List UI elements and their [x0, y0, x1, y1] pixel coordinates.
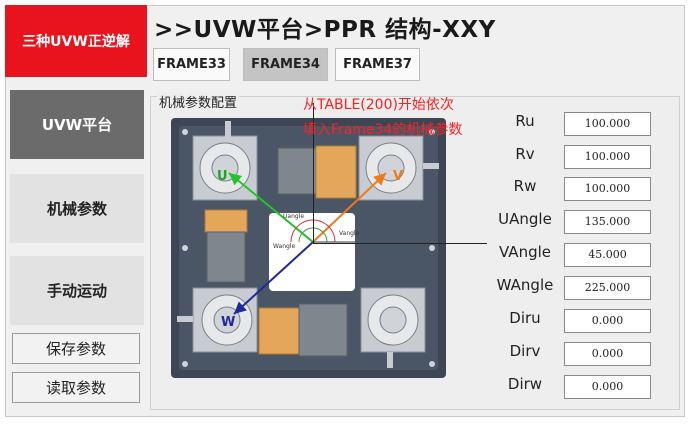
param-input-diru[interactable]: 0.000: [564, 309, 651, 333]
param-input-dirw[interactable]: 0.000: [564, 375, 651, 399]
param-input-rv[interactable]: 100.000: [564, 145, 651, 169]
param-label-diru: Diru: [509, 309, 541, 327]
uvw-diagram: U V W Uangle Vangle Wangle: [171, 118, 446, 378]
save-params-button[interactable]: 保存参数: [12, 333, 140, 364]
group-title: 机械参数配置: [157, 92, 240, 111]
param-label-ru: Ru: [515, 112, 535, 130]
param-label-wangle: WAngle: [496, 276, 554, 294]
load-params-button[interactable]: 读取参数: [12, 372, 140, 403]
nav-mechanical-params[interactable]: 机械参数: [10, 174, 144, 243]
param-label-rw: Rw: [513, 177, 537, 195]
nav-manual-motion[interactable]: 手动运动: [10, 256, 144, 325]
param-input-wangle[interactable]: 225.000: [564, 276, 651, 300]
param-input-dirv[interactable]: 0.000: [564, 342, 651, 366]
vangle-label: Vangle: [339, 230, 360, 237]
v-vector: [312, 172, 387, 243]
v-label: V: [393, 169, 403, 184]
w-label: W: [221, 315, 235, 330]
tab-frame37[interactable]: FRAME37: [335, 48, 420, 81]
note-line-1: 从TABLE(200)开始依次: [303, 97, 454, 113]
param-label-rv: Rv: [515, 145, 535, 163]
tab-frame34[interactable]: FRAME34: [243, 48, 328, 81]
param-label-dirv: Dirv: [509, 342, 541, 360]
param-input-vangle[interactable]: 45.000: [564, 243, 651, 267]
param-label-uangle: UAngle: [498, 210, 552, 228]
leader-line-vertical: [313, 103, 314, 243]
u-label: U: [217, 169, 228, 184]
param-input-rw[interactable]: 100.000: [564, 177, 651, 201]
center-window: [269, 213, 355, 291]
tab-frame33[interactable]: FRAME33: [153, 48, 230, 81]
leader-line-horizontal: [313, 243, 487, 244]
brand-title: 三种UVW正逆解: [5, 5, 147, 77]
param-label-dirw: Dirw: [507, 375, 543, 393]
note-line-2: 填入Frame34的机械参数: [303, 122, 463, 138]
uangle-label: Uangle: [283, 213, 304, 220]
wangle-label: Wangle: [273, 243, 296, 250]
nav-uvw-platform[interactable]: UVW平台: [10, 90, 144, 159]
w-vector: [233, 241, 314, 315]
param-label-vangle: VAngle: [499, 243, 551, 261]
page-title: >>UVW平台>PPR 结构-XXY: [154, 17, 496, 43]
param-input-uangle[interactable]: 135.000: [564, 210, 651, 234]
param-input-ru[interactable]: 100.000: [564, 112, 651, 136]
u-vector: [228, 172, 314, 243]
